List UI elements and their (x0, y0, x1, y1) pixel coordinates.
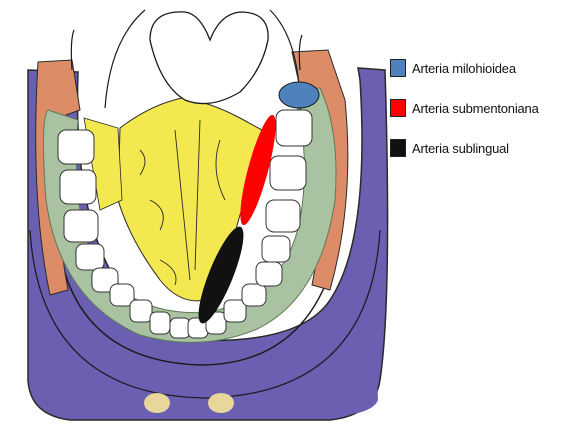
legend-swatch (390, 59, 406, 77)
legend-item-submentoniana: Arteria submentoniana (390, 98, 539, 118)
tooth (276, 110, 312, 146)
tooth (262, 236, 290, 262)
tooth (242, 284, 266, 306)
tooth (270, 156, 306, 190)
pharynx-outline (150, 12, 268, 104)
tooth (150, 312, 170, 334)
arteria-milohioidea-marker (279, 82, 319, 108)
legend-label: Arteria milohioidea (412, 61, 516, 76)
tooth (76, 244, 104, 270)
legend-item-sublingual: Arteria sublingual (390, 138, 539, 158)
tooth (224, 300, 246, 322)
legend-swatch (390, 139, 406, 157)
legend: Arteria milohioidea Arteria submentonian… (390, 58, 539, 178)
tongue (118, 98, 262, 301)
tooth (58, 130, 94, 164)
legend-label: Arteria submentoniana (412, 101, 539, 116)
tooth (256, 262, 282, 286)
lymph-node-left (144, 393, 170, 413)
legend-label: Arteria sublingual (412, 141, 509, 156)
lymph-node-right (208, 393, 234, 413)
tooth (60, 170, 96, 204)
tooth (170, 318, 190, 338)
legend-swatch (390, 99, 406, 117)
tooth (130, 300, 152, 322)
legend-item-milohioidea: Arteria milohioidea (390, 58, 539, 78)
tooth (266, 200, 300, 232)
tooth (64, 210, 98, 242)
